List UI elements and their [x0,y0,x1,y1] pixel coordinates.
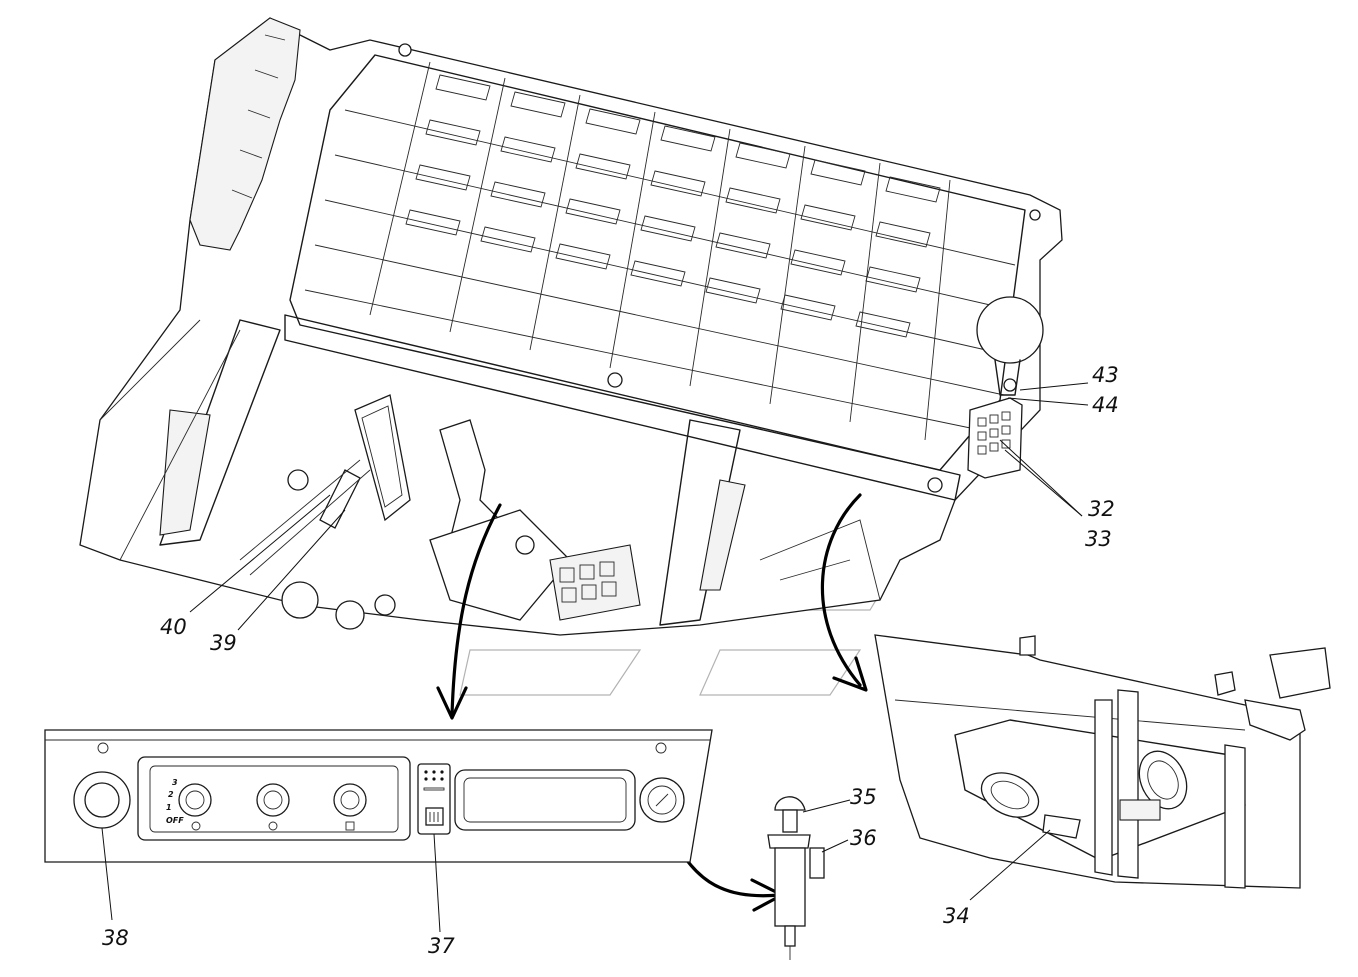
callout-39: 39 [210,631,237,655]
callout-37: 37 [428,934,455,958]
cab-interior [239,394,881,630]
callout-32: 32 [1088,497,1115,521]
callout-34: 34 [943,904,970,928]
cab-roof-assembly [79,17,1063,636]
knob-mark-off: OFF [166,816,184,825]
callout-36: 36 [850,826,877,850]
callout-38: 38 [102,926,129,950]
knob-mark-1: 1 [166,803,172,812]
work-lamp [967,397,1023,479]
control-panel-detail [44,729,713,863]
roof-underside-detail [874,634,1331,889]
knob-mark-3: 3 [172,778,178,787]
callout-35: 35 [850,785,877,809]
knob-mark-2: 2 [168,790,174,799]
callout-40: 40 [160,615,187,639]
leader-lines [101,382,1089,933]
callout-43: 43 [1092,363,1119,387]
callout-33: 33 [1085,527,1112,551]
cigarette-lighter-detail [767,796,825,960]
mirror-ball [976,296,1044,396]
callout-44: 44 [1092,393,1119,417]
